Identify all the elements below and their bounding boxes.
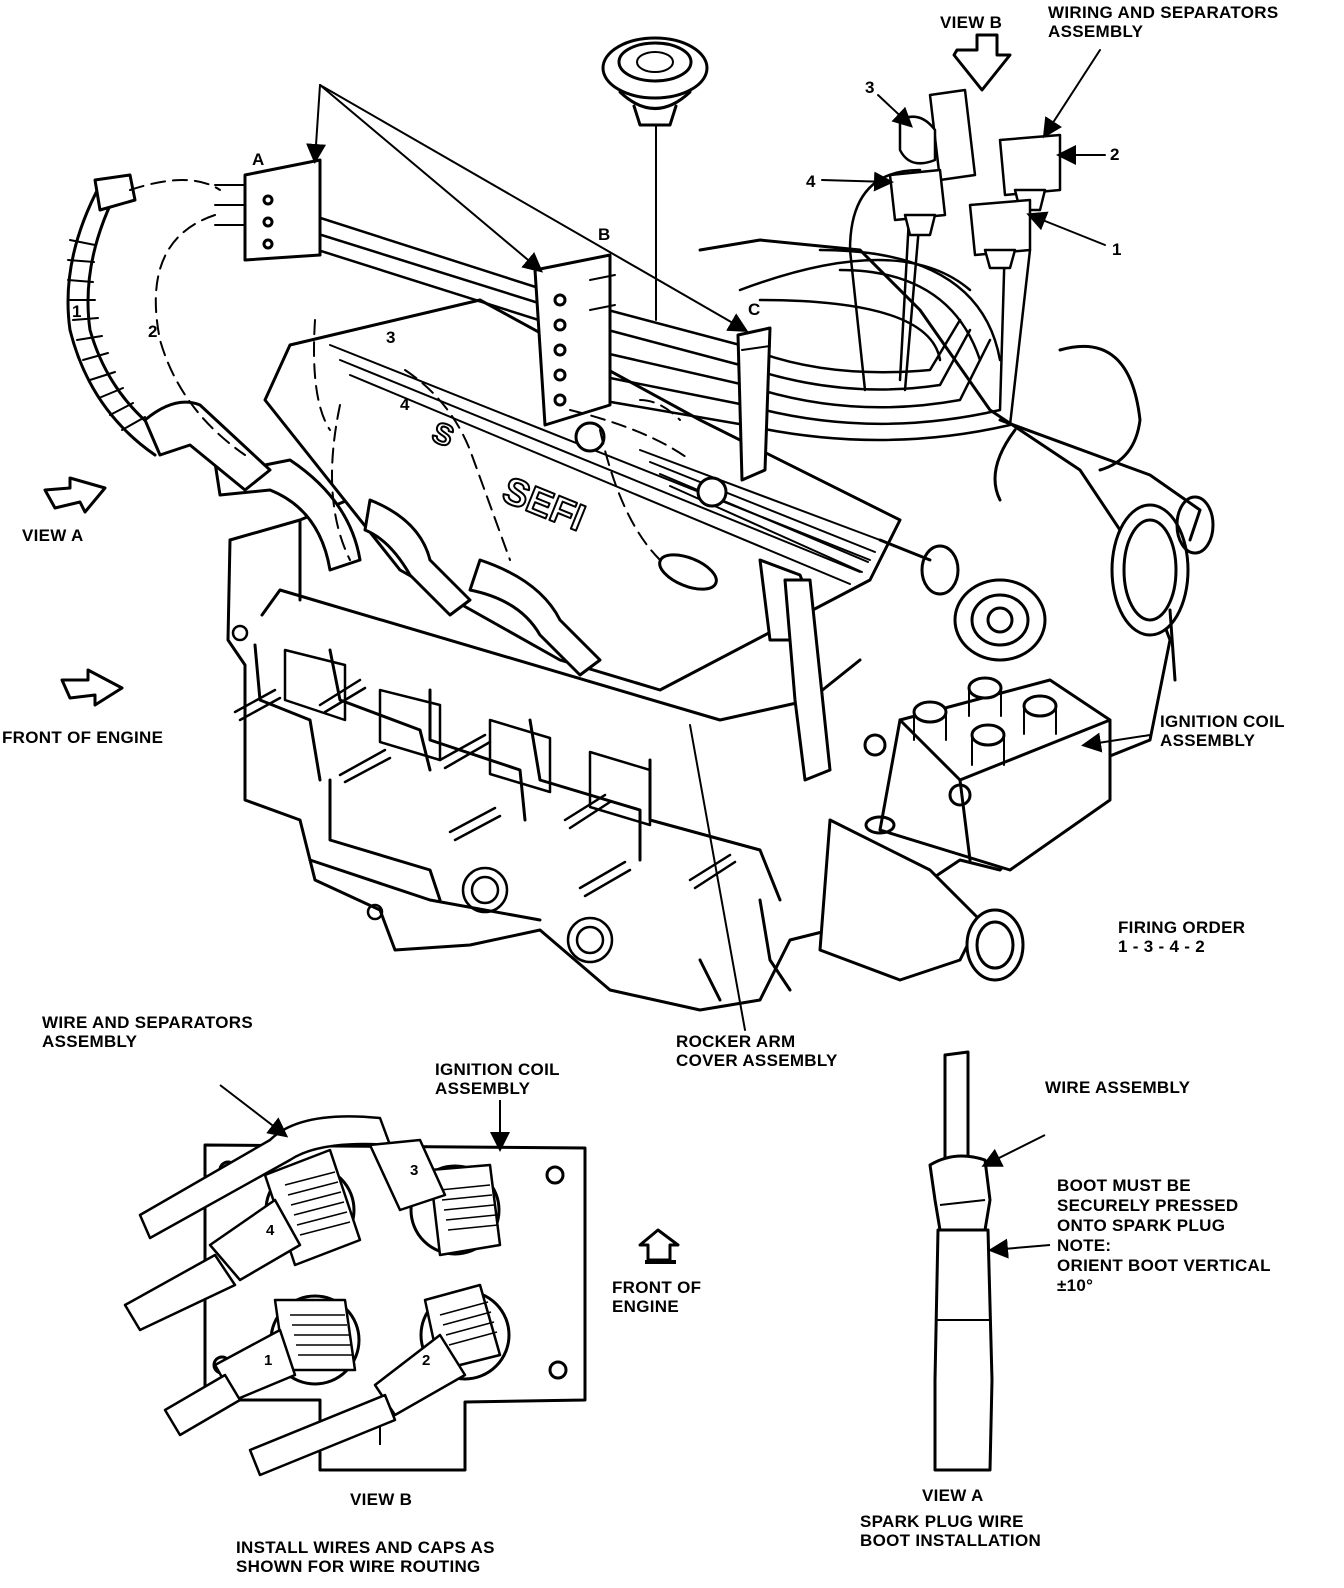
top-connectors [888, 88, 1062, 270]
view-a-arrow-icon [43, 476, 107, 514]
view-b-top-label: VIEW B [940, 13, 1003, 32]
separator-c [736, 326, 772, 482]
view-a-boot-detail [928, 1050, 1051, 1472]
top-wire-1-callout: 1 [1112, 240, 1122, 259]
head-wire-4-callout: 4 [400, 395, 410, 414]
boot-note-label: BOOT MUST BE SECURELY PRESSED ONTO SPARK… [1057, 1176, 1271, 1295]
install-note-label: INSTALL WIRES AND CAPS AS SHOWN FOR WIRE… [236, 1538, 495, 1576]
coil-wire-3-callout: 3 [410, 1162, 419, 1179]
leader-lines [306, 49, 1151, 1031]
front-of-engine-left-label: FRONT OF ENGINE [2, 728, 164, 747]
rocker-arm-cover: SEFI S [263, 298, 902, 692]
wire-separators-bottom-label: WIRE AND SEPARATORS ASSEMBLY [42, 1013, 253, 1051]
separator-c-callout: C [748, 300, 761, 319]
engine-illustration: SEFI S [43, 33, 1215, 1031]
coil-wire-4-callout: 4 [266, 1222, 275, 1239]
view-b-front-arrow-icon [638, 1228, 680, 1264]
front-of-engine-bottom-label: FRONT OF ENGINE [612, 1278, 702, 1316]
view-b-coil-detail [123, 1084, 680, 1477]
water-outlet [818, 815, 1025, 982]
top-wire-2-callout: 2 [1110, 145, 1120, 164]
front-of-engine-arrow-icon [60, 668, 124, 707]
coil-wire-1-callout: 1 [264, 1352, 273, 1369]
boot-installation-label: SPARK PLUG WIRE BOOT INSTALLATION [860, 1512, 1042, 1550]
routing-dashes [129, 179, 691, 561]
coil-wire-2-callout: 2 [422, 1352, 431, 1369]
rocker-arm-cover-label: ROCKER ARM COVER ASSEMBLY [676, 1032, 838, 1070]
coil-pack-engine [863, 676, 1112, 872]
oil-fill-cap [601, 36, 709, 321]
view-a-left-label: VIEW A [22, 526, 84, 545]
top-wire-3-callout: 3 [865, 78, 875, 97]
ignition-coil-right-label: IGNITION COIL ASSEMBLY [1160, 712, 1285, 750]
firing-order-label: FIRING ORDER 1 - 3 - 4 - 2 [1118, 918, 1246, 956]
left-wire-2-callout: 2 [148, 322, 158, 341]
view-a-bottom-label: VIEW A [922, 1486, 984, 1505]
separator-b [533, 253, 616, 427]
throttle-body [878, 344, 1215, 682]
top-wire-4-callout: 4 [806, 172, 816, 191]
wire-assembly-label: WIRE ASSEMBLY [1045, 1078, 1191, 1097]
separator-b-callout: B [598, 225, 611, 244]
view-b-bottom-label: VIEW B [350, 1490, 413, 1509]
separator-a-callout: A [252, 150, 265, 169]
plug-boots [208, 428, 832, 782]
studs [231, 624, 737, 964]
left-wire-1-callout: 1 [72, 302, 82, 321]
ignition-coil-bottom-label: IGNITION COIL ASSEMBLY [435, 1060, 560, 1098]
wire-1-left [66, 173, 272, 492]
separator-a [214, 158, 322, 262]
intake-runners [738, 248, 1002, 362]
wiring-separators-label: WIRING AND SEPARATORS ASSEMBLY [1048, 3, 1279, 41]
head-wire-3-callout: 3 [386, 328, 396, 347]
view-b-arrow-icon [952, 33, 1012, 92]
